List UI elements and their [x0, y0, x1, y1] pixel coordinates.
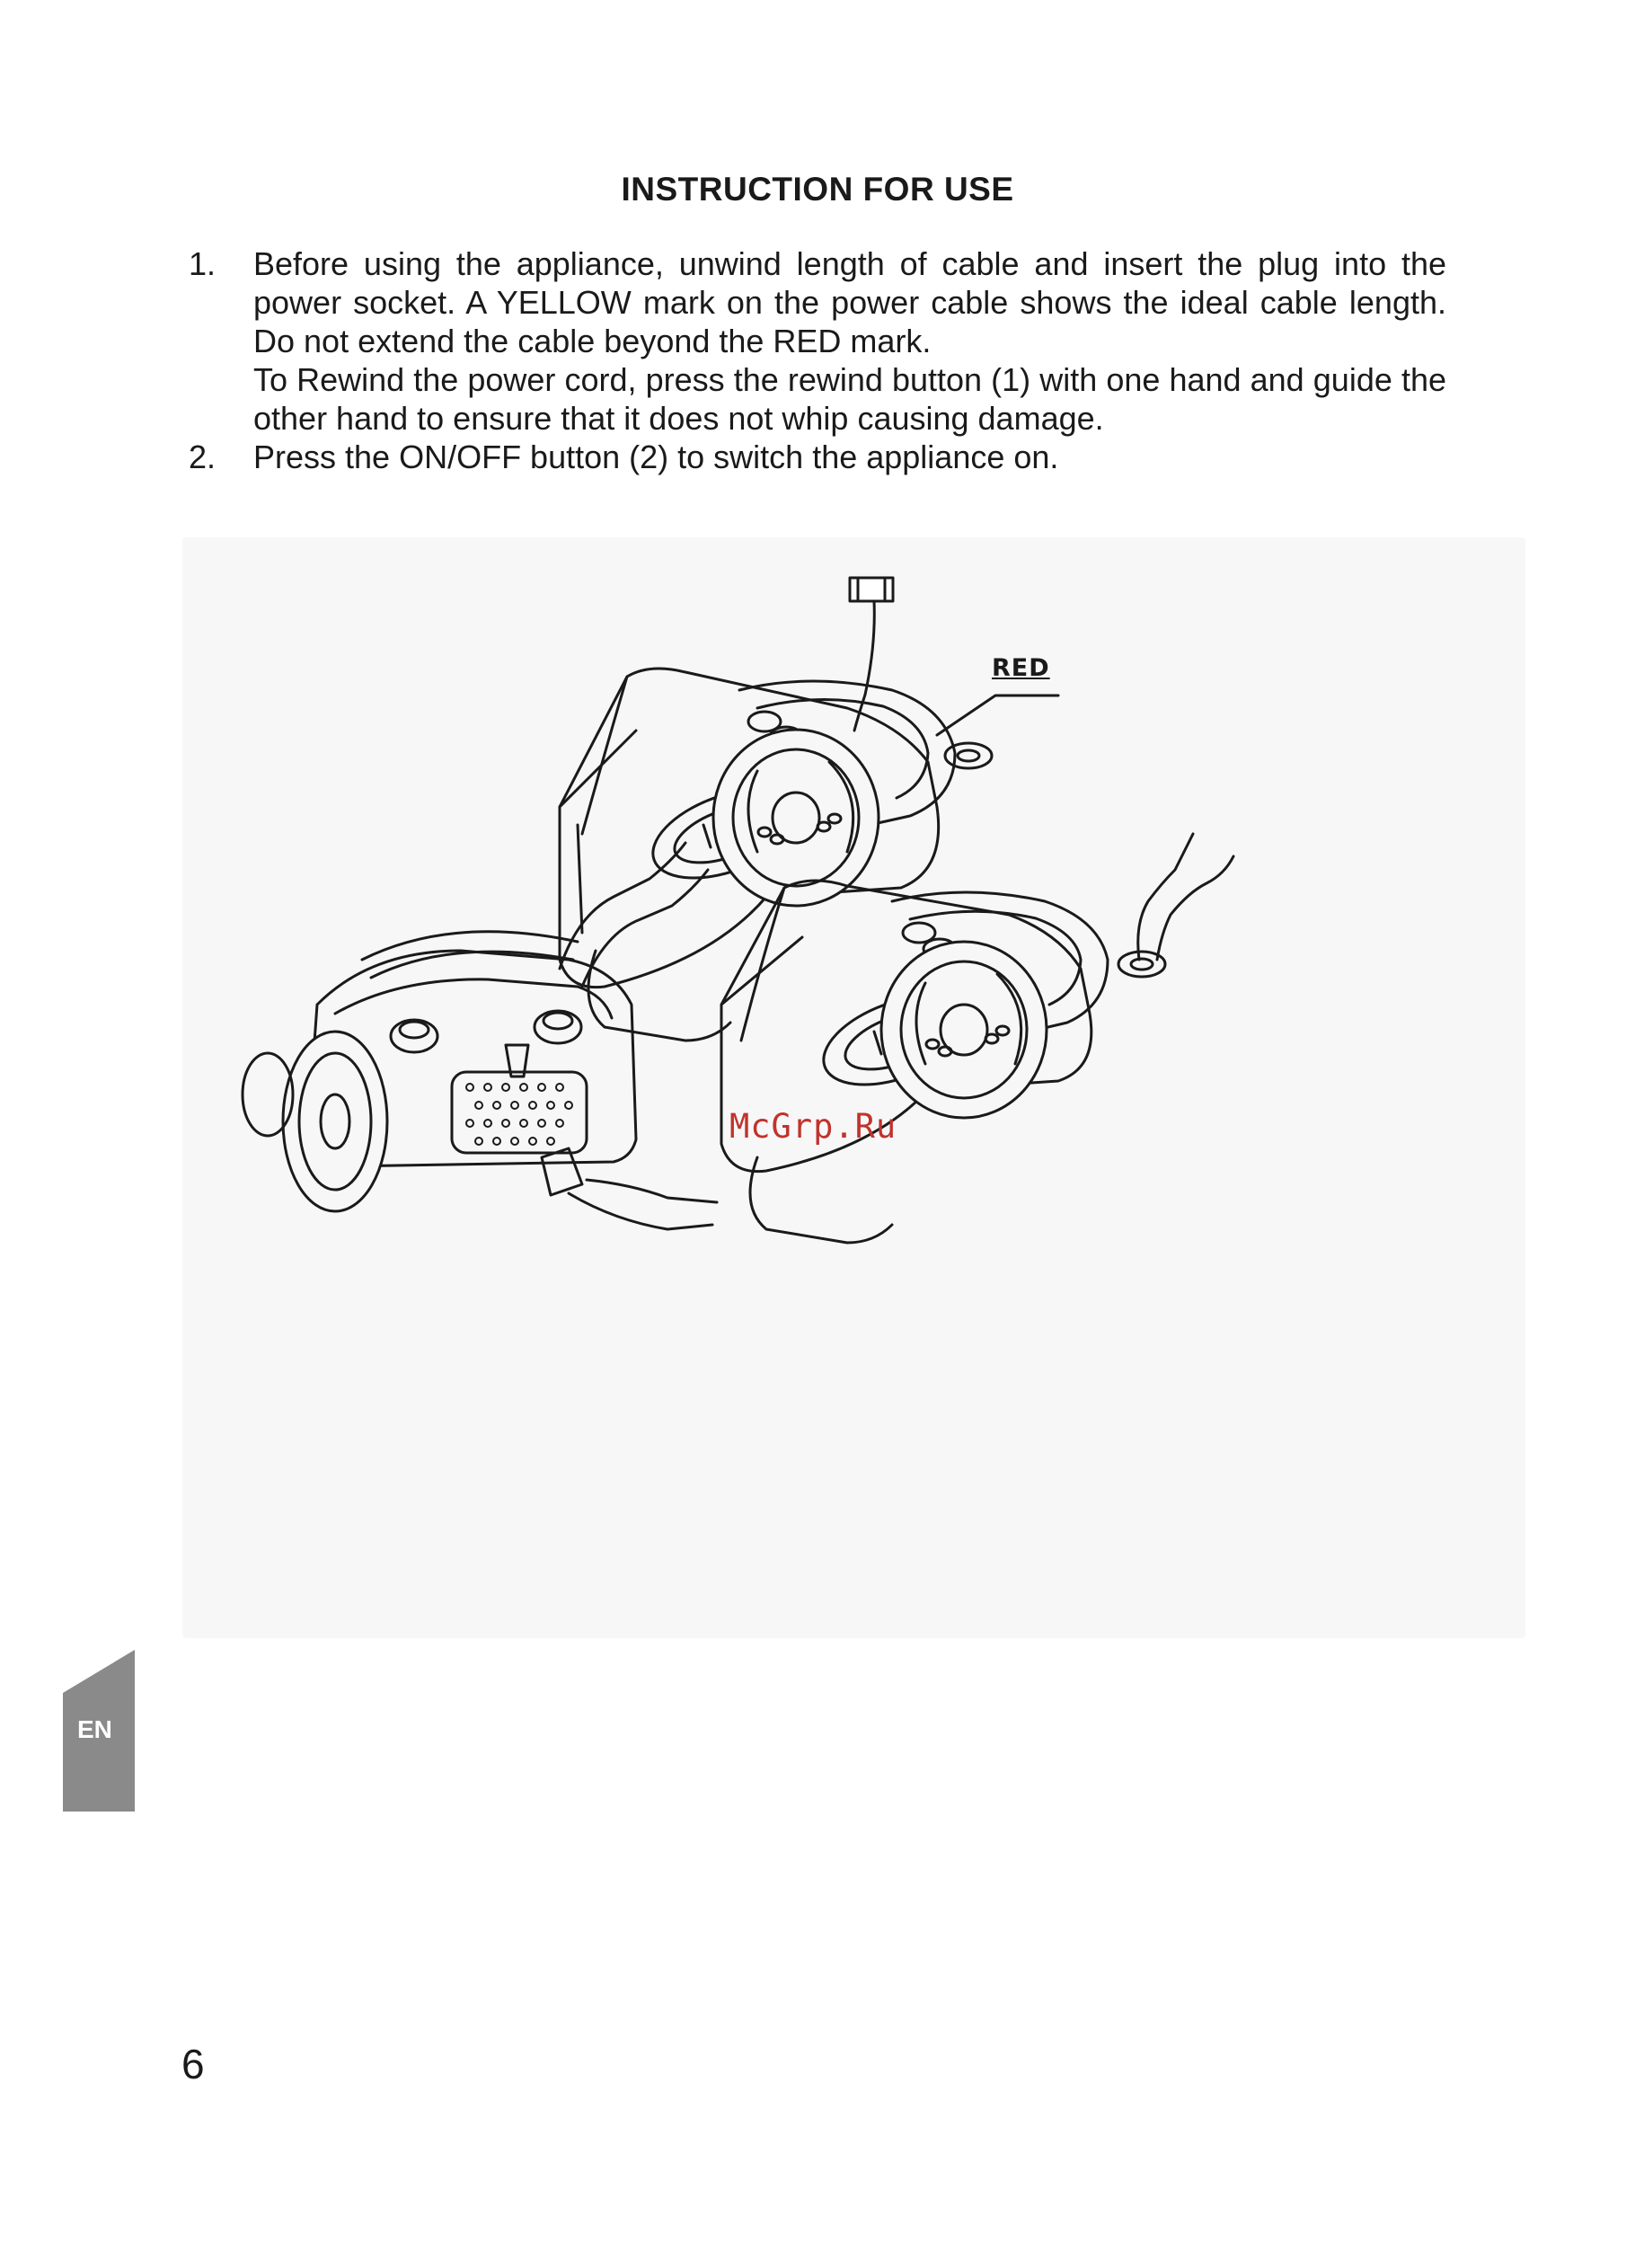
vacuum-right-drawing — [720, 832, 1235, 1245]
page-title: INSTRUCTION FOR USE — [621, 171, 1014, 208]
vacuum-illustration — [182, 537, 1525, 1638]
step-1: 1. Before using the appliance, unwind le… — [189, 244, 1446, 438]
red-mark-label: RED — [992, 654, 1050, 682]
watermark: McGrp.Ru — [729, 1107, 897, 1146]
instruction-steps: 1. Before using the appliance, unwind le… — [189, 244, 1446, 476]
language-tab — [63, 1650, 135, 1812]
vacuum-rear-drawing — [241, 841, 719, 1231]
step-text: Press the ON/OFF button (2) to switch th… — [253, 439, 1059, 475]
vacuum-top-drawing — [558, 576, 1060, 1042]
step-2: 2. Press the ON/OFF button (2) to switch… — [189, 438, 1446, 476]
step-text: Before using the appliance, unwind lengt… — [253, 245, 1446, 359]
step-number: 1. — [189, 245, 217, 282]
language-tab-label: EN — [77, 1715, 112, 1743]
page-number: 6 — [181, 2041, 205, 2087]
step-number: 2. — [189, 439, 217, 475]
step-continuation: To Rewind the power cord, press the rewi… — [253, 361, 1446, 437]
